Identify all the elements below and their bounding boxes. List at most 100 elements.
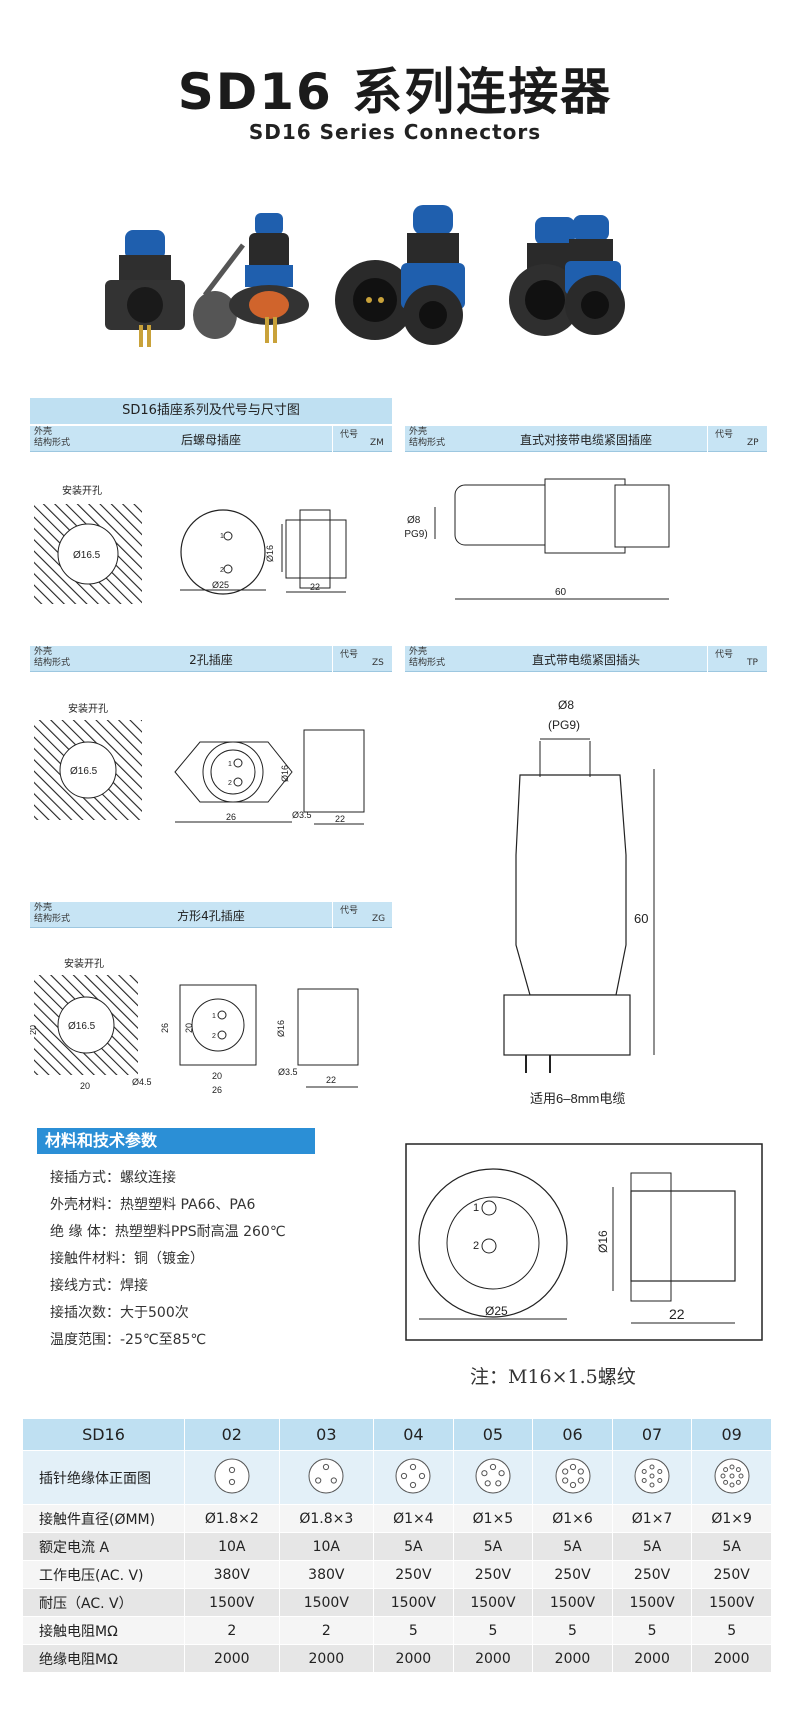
table-cell: 380V (184, 1560, 280, 1589)
table-cell: 5 (691, 1616, 772, 1645)
dim-d165: Ø16.5 (70, 766, 98, 777)
pin-face-icon (308, 1458, 344, 1493)
spec-table: SD16 02 03 04 05 06 07 09 插针绝缘体正面图 接触件直径… (22, 1418, 772, 1673)
pin-hole (729, 1473, 735, 1478)
dim-20-left: 20 (30, 1025, 38, 1035)
materials-list: 接插方式：螺纹连接 外壳材料：热塑塑料 PA66、PA6 绝 缘 体：热塑塑料P… (50, 1165, 286, 1354)
table-cell: 5A (611, 1532, 693, 1561)
section-label-shell: 外壳结构形式 (34, 647, 71, 668)
section-code: ZS (372, 658, 384, 668)
section-code: TP (747, 658, 758, 668)
header-cell: 04 (373, 1418, 454, 1451)
svg-text:1: 1 (228, 761, 232, 768)
pin-hole (323, 1463, 330, 1470)
code-label: 代号 (340, 430, 359, 440)
pin-hole (649, 1482, 655, 1487)
table-row: 绝缘电阻MΩ 2000 2000 2000 2000 2000 2000 200… (22, 1644, 772, 1673)
header-cell: 06 (532, 1418, 613, 1451)
svg-text:1: 1 (220, 533, 224, 540)
pin-face-icon (475, 1458, 511, 1493)
table-header-row: SD16 02 03 04 05 06 07 09 (22, 1418, 772, 1451)
row-label: 额定电流 A (22, 1532, 185, 1561)
dim-22: 22 (326, 1075, 336, 1085)
material-item: 接插方式：螺纹连接 (50, 1170, 176, 1186)
pin-hole (729, 1482, 735, 1487)
table-cell: Ø1×4 (373, 1504, 454, 1533)
pin-hole (722, 1466, 728, 1472)
pin-cell (278, 1450, 375, 1505)
pin-cell (373, 1450, 454, 1505)
dim-pg9: (PG9) (548, 718, 580, 732)
pin-hole (649, 1473, 655, 1478)
table-cell: 1500V (611, 1588, 693, 1617)
dim-d16: Ø16 (280, 765, 290, 782)
drawing-zs: 安装开孔 Ø16.5 1 2 26 Ø16 Ø3.5 22 (34, 702, 365, 825)
pin-hole (649, 1464, 655, 1469)
table-row: 接触电阻MΩ 2 2 5 5 5 5 5 (22, 1616, 772, 1645)
product-photo (105, 205, 625, 347)
pin-hole (569, 1481, 576, 1488)
table-cell: 250V (452, 1560, 534, 1589)
dim-60: 60 (634, 911, 648, 926)
svg-text:1: 1 (473, 1202, 479, 1214)
row-label: 耐压（AC. V） (22, 1588, 185, 1617)
pin-hole (735, 1466, 741, 1472)
table-cell: 2000 (532, 1644, 613, 1673)
table-cell: 1500V (452, 1588, 534, 1617)
pin-face-icon (555, 1458, 590, 1493)
dim-d45: Ø4.5 (132, 1077, 152, 1087)
dim-d165: Ø16.5 (73, 550, 101, 561)
table-cell: 250V (691, 1560, 772, 1589)
divider (332, 426, 333, 452)
pin-cell (452, 1450, 534, 1505)
row-label: 插针绝缘体正面图 (22, 1450, 185, 1505)
drawing-tp: Ø8 (PG9) 60 适用6–8mm电缆 (503, 698, 655, 1106)
table-cell: 5A (532, 1532, 613, 1561)
pin-face-icon (395, 1458, 431, 1493)
dim-d165: Ø16.5 (68, 1021, 96, 1032)
material-item: 接线方式：焊接 (50, 1278, 148, 1294)
drawing-detail-box: 1 2 Ø25 Ø16 22 (405, 1143, 763, 1341)
table-cell: 5 (611, 1616, 693, 1645)
mount-hole-label: 安装开孔 (68, 702, 108, 715)
table-cell: 5A (373, 1532, 454, 1561)
pin-hole (228, 1478, 235, 1485)
section-name: 直式带电缆紧固插头 (531, 653, 640, 667)
pin-layout-row: 插针绝缘体正面图 (22, 1450, 772, 1505)
section-header-zm: 外壳结构形式 后螺母插座 代号 ZM (30, 426, 392, 452)
table-cell: 10A (278, 1532, 375, 1561)
pin-hole (228, 1466, 235, 1473)
mount-hole-label: 安装开孔 (62, 484, 102, 497)
row-label: 绝缘电阻MΩ (22, 1644, 185, 1673)
pin-hole (720, 1473, 726, 1478)
table-cell: 2000 (452, 1644, 534, 1673)
table-cell: 2 (278, 1616, 375, 1645)
section-code: ZM (370, 438, 384, 448)
table-row: 额定电流 A 10A 10A 5A 5A 5A 5A 5A (22, 1532, 772, 1561)
section-label-shell: 外壳结构形式 (34, 903, 71, 924)
product-zm-photo (105, 230, 185, 347)
section-name: 后螺母插座 (180, 433, 241, 447)
drawing-zg: 安装开孔 Ø16.5 20 20 Ø4.5 1 2 26 20 20 26 Ø1… (30, 957, 359, 1095)
dim-d35: Ø3.5 (292, 810, 312, 820)
pin-hole (577, 1476, 584, 1484)
pin-hole (657, 1477, 663, 1483)
dim-20-inner: 20 (184, 1023, 194, 1033)
code-label: 代号 (715, 430, 734, 440)
header-cell: 03 (278, 1418, 375, 1451)
dim-d25: Ø25 (485, 1304, 508, 1318)
table-cell: 1500V (184, 1588, 280, 1617)
header-cell: 02 (184, 1418, 280, 1451)
pin-hole (577, 1467, 584, 1475)
dim-d16: Ø16 (596, 1230, 610, 1253)
cable-note: 适用6–8mm电缆 (530, 1091, 625, 1106)
page-subtitle: SD16 Series Connectors (248, 120, 542, 144)
dim-26-w: 26 (212, 1085, 222, 1095)
header-cell: 09 (691, 1418, 772, 1451)
material-item: 接插次数：大于500次 (50, 1305, 189, 1321)
pin-hole (410, 1463, 417, 1470)
code-label: 代号 (340, 906, 359, 916)
dim-d25: Ø25 (212, 580, 229, 590)
pin-hole (401, 1472, 408, 1479)
pin-face-icon (634, 1458, 670, 1493)
